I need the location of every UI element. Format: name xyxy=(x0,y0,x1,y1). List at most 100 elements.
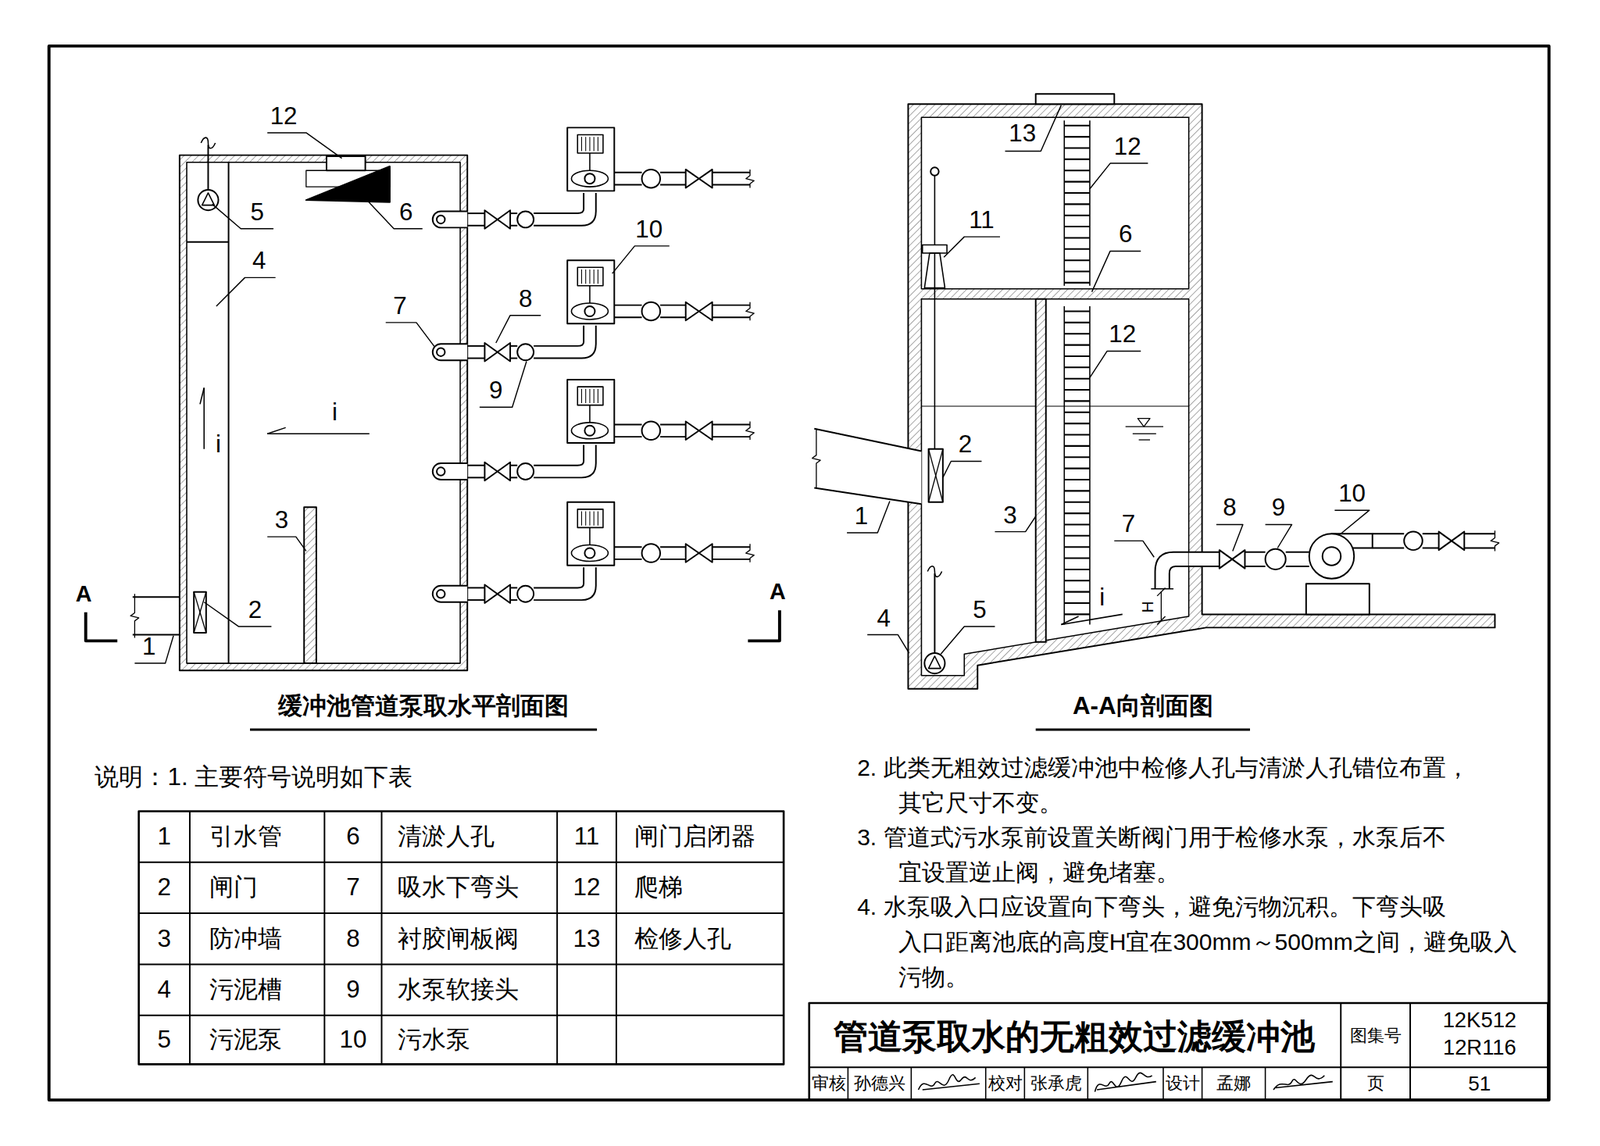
ladder-rung xyxy=(1064,489,1090,492)
title-block xyxy=(809,1003,1549,1100)
table-cell: 闸门 xyxy=(209,873,258,902)
title-block-text: 审核 xyxy=(811,1074,847,1094)
pipe-wall xyxy=(614,316,642,318)
text-holder: 12 xyxy=(1114,132,1142,161)
slope-arrow-head xyxy=(267,427,286,434)
pump-shaft xyxy=(589,153,591,171)
gate-valve-symbol xyxy=(685,169,713,189)
section-mark: A xyxy=(769,578,786,605)
table-cell: 1 xyxy=(157,822,172,851)
leader-line xyxy=(212,203,274,229)
text-holder: 10 xyxy=(635,215,663,244)
text-holder: 13 xyxy=(573,925,601,954)
suction-elbow xyxy=(432,343,468,361)
note-text: 4. 水泵吸入口应设置向下弯头，避免污物沉积。下弯头吸 入口距离池底的高度H宜在… xyxy=(857,889,1521,995)
pipe-wall xyxy=(614,423,642,425)
pipe-wall xyxy=(1372,532,1404,535)
pipe-bend xyxy=(533,192,597,226)
pipe-wall xyxy=(614,184,642,186)
text-holder: 6 xyxy=(399,198,413,227)
callout-number: 5 xyxy=(972,596,986,625)
water-surface xyxy=(921,405,1036,407)
pipe-wall xyxy=(660,546,686,548)
leader-line xyxy=(867,635,910,654)
leader-line xyxy=(1114,540,1154,558)
pump-shaft xyxy=(589,405,591,423)
ladder-rung xyxy=(1064,591,1090,593)
sludge-pump-symbol xyxy=(924,653,945,674)
suction-pipe xyxy=(1189,552,1220,567)
caption-underline xyxy=(1035,728,1250,732)
drawing-title: 管道泵取水的无粗效过滤缓冲池 xyxy=(833,1016,1315,1057)
callout-number: 12 xyxy=(270,102,298,131)
text-holder: 3. 管道式污水泵前设置关断阀门用于检修水泵，水泵后不 宜设置逆止阀，避免堵塞。 xyxy=(857,819,1450,890)
text-holder: 12K512 xyxy=(1442,1007,1518,1033)
motor-fins xyxy=(585,269,586,284)
suction-elbow xyxy=(432,463,468,480)
table-cell: 污泥泵 xyxy=(209,1025,283,1054)
pipe-wall xyxy=(660,558,686,561)
gate-stem-top xyxy=(930,167,939,175)
motor-fins xyxy=(597,136,599,151)
text-holder: 51 xyxy=(1467,1071,1491,1096)
pipe-bend xyxy=(533,445,597,479)
pipeline-pump xyxy=(567,379,615,443)
text-holder: A xyxy=(769,578,786,605)
pipe-wall xyxy=(660,184,686,186)
pump-motor xyxy=(577,386,604,406)
gate-valve-symbol xyxy=(1219,550,1246,569)
callout-number: 5 xyxy=(250,198,264,227)
water-level-mark xyxy=(1137,418,1150,427)
pump-base xyxy=(1306,583,1370,615)
pipe-break-mark xyxy=(927,566,942,578)
title-block-rule xyxy=(1162,1067,1165,1100)
sludge-pit-edge xyxy=(186,241,229,243)
ladder-rung xyxy=(1064,411,1090,414)
text-holder: 检修人孔 xyxy=(634,925,732,954)
caption-underline xyxy=(250,728,597,732)
sludge-pump-triangle xyxy=(202,192,215,206)
motor-fins xyxy=(589,136,590,151)
callout-number: 12 xyxy=(1108,320,1136,349)
text-holder: 10 xyxy=(339,1025,367,1054)
pipe-wall xyxy=(614,546,642,548)
pipe-wall xyxy=(712,171,750,174)
pipe-wall xyxy=(510,599,518,601)
table-cell: 吸水下弯头 xyxy=(397,873,519,902)
ladder-rung xyxy=(1064,248,1090,250)
text-holder: 爬梯 xyxy=(634,873,683,902)
table-cell: 防冲墙 xyxy=(209,925,283,954)
ladder-rung xyxy=(1064,501,1090,504)
pipe-wall xyxy=(712,184,750,186)
text-holder: 2. 此类无粗效过滤缓冲池中检修人孔与清淤人孔错位布置， 其它尺寸不变。 xyxy=(857,750,1473,821)
ladder-rung xyxy=(1064,557,1090,560)
table-cell: 13 xyxy=(573,925,601,954)
title-block-text: 孟娜 xyxy=(1216,1074,1251,1094)
leader-line xyxy=(942,460,983,478)
callout-number: 2 xyxy=(248,596,262,625)
anti-impact-wall xyxy=(303,507,317,664)
leader-line xyxy=(846,500,890,533)
inlet-pipe xyxy=(814,487,922,504)
flexible-joint xyxy=(642,302,661,322)
pump-eye xyxy=(584,548,595,559)
callout-number: 4 xyxy=(252,246,266,275)
flexible-joint xyxy=(642,543,661,563)
leader-line xyxy=(612,246,670,274)
ladder-rung xyxy=(1064,203,1090,205)
pump-motor xyxy=(577,135,604,154)
pipe-wall xyxy=(510,357,518,360)
gate-stem xyxy=(934,175,936,450)
break-mark xyxy=(812,428,821,489)
pipe-wall xyxy=(614,558,642,561)
inlet-pipe xyxy=(814,428,922,452)
title-block-text: 设计 xyxy=(1165,1074,1200,1094)
pipe-bend xyxy=(533,567,597,600)
callout-number: 12 xyxy=(1114,132,1142,161)
motor-fins xyxy=(585,389,586,404)
text-holder: 11 xyxy=(968,206,995,235)
inlet-pipe xyxy=(132,596,180,598)
leader-line xyxy=(359,192,423,229)
text-holder: A xyxy=(75,582,93,608)
sewage-pump-eye xyxy=(1322,546,1342,566)
